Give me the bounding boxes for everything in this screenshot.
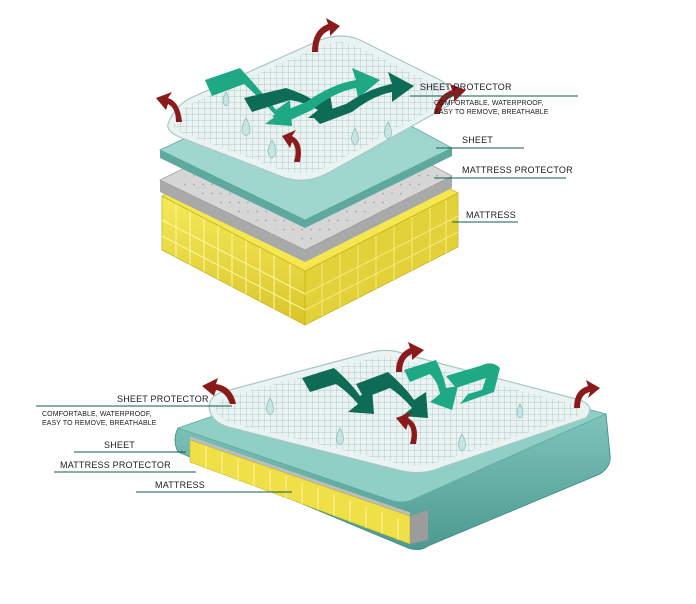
top-label-sheet-protector-desc-2: EASY TO REMOVE, BREATHABLE xyxy=(434,109,549,116)
top-label-sheet-protector: SHEET PROTECTOR xyxy=(420,82,512,92)
water-drop-icon xyxy=(222,91,392,159)
top-label-mattress-protector: MATTRESS PROTECTOR xyxy=(462,165,573,175)
top-label-mattress: MATTRESS xyxy=(466,210,516,220)
water-drop-icon xyxy=(266,397,524,452)
airflow-arrow-icon xyxy=(205,68,414,126)
heat-escape-arrow-icon xyxy=(202,342,600,444)
top-leader-lines xyxy=(410,95,578,223)
bottom-label-mattress: MATTRESS xyxy=(155,480,205,490)
bottom-label-sheet-protector-desc-2: EASY TO REMOVE, BREATHABLE xyxy=(42,420,157,427)
bottom-label-sheet-protector: SHEET PROTECTOR xyxy=(117,394,209,404)
bottom-leader-lines xyxy=(36,405,292,493)
top-label-sheet: SHEET xyxy=(462,135,494,145)
bottom-label-sheet-protector-desc-1: COMFORTABLE, WATERPROOF, xyxy=(42,411,152,418)
airflow-arrow-icon xyxy=(302,360,500,418)
bottom-label-mattress-protector: MATTRESS PROTECTOR xyxy=(60,460,171,470)
top-label-sheet-protector-desc-1: COMFORTABLE, WATERPROOF, xyxy=(434,100,544,107)
heat-escape-arrow-icon xyxy=(156,18,466,162)
bottom-label-sheet: SHEET xyxy=(104,440,136,450)
